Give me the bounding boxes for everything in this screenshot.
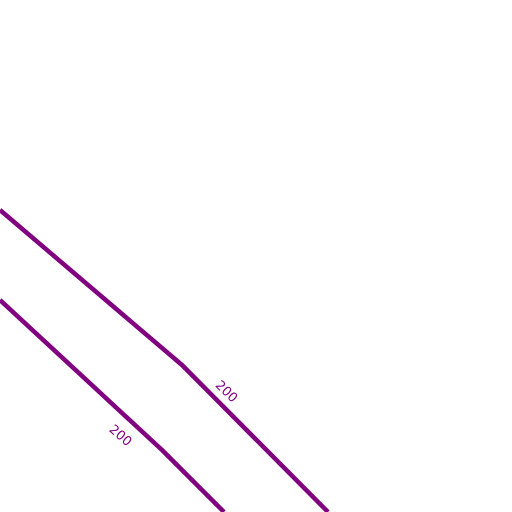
route-label-lower: 200	[106, 422, 135, 450]
route-line-upper	[0, 208, 330, 512]
route-line-lower	[0, 298, 226, 512]
